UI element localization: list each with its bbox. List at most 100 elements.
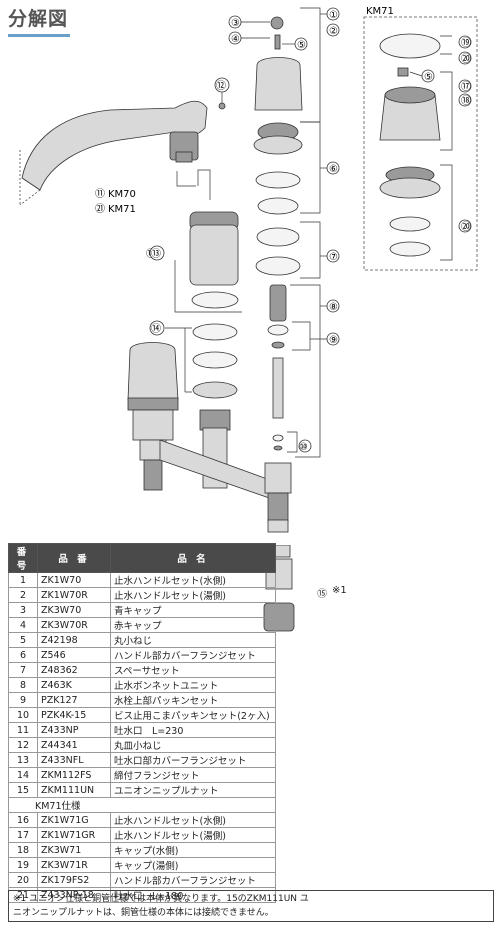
cell-no: 12 [8,737,38,753]
spout-label-21-num: ㉑ [95,203,105,215]
cell-no: 3 [8,602,38,618]
svg-text:⑨: ⑨ [329,335,338,346]
svg-text:⑩: ⑩ [299,442,308,453]
cell-name: 止水ハンドルセット(水側) [110,812,276,828]
cell-name: ハンドル部カバーフランジセット [110,872,276,888]
callout-15-note: ※1 [332,585,347,596]
svg-text:⑦: ⑦ [329,252,338,263]
spout-illustration [19,100,211,206]
screw-12 [218,102,226,110]
cell-name: キャップ(湯側) [110,857,276,873]
cell-name: 止水ボンネットユニット [110,677,276,693]
cell-name: 丸皿小ねじ [110,737,276,753]
cell-code: ZK3W71 [37,842,111,858]
cell-code: Z48362 [37,662,111,678]
left-handle-assembly [127,342,179,491]
exploded-diagram: KM71 ⑫ ⑪ KM70 ㉑ KM71 ⑬ ⑬ ⑭ [19,6,478,533]
svg-text:⑬: ⑬ [151,248,161,260]
cell-no: 11 [8,722,38,738]
table-subheading-row: KM71仕様 [8,797,276,813]
cell-code: Z433NP [37,722,111,738]
cell-code: ZK3W71R [37,857,111,873]
cell-no: 6 [8,647,38,663]
cell-no: 16 [8,812,38,828]
svg-text:⑳: ⑳ [461,221,471,233]
cell-code: ZK3W70R [37,617,111,633]
svg-text:⑱: ⑱ [461,95,471,107]
part-15 [267,519,289,533]
cell-no: 5 [8,632,38,648]
cell-no: 2 [8,587,38,603]
table-subheading: KM71仕様 [8,797,276,813]
cell-name: ビス止用こまパッキンセット(2ヶ入) [110,707,276,723]
cell-name: 水栓上部パッキンセット [110,692,276,708]
page-title: 分解図 [8,8,69,30]
svg-text:③: ③ [231,18,240,29]
svg-text:②: ② [329,26,338,37]
cell-code: ZK1W71GR [37,827,111,843]
cell-name: ハンドル部カバーフランジセット [110,647,276,663]
cell-no: 15 [8,782,38,798]
svg-text:④: ④ [231,34,240,45]
cell-name: 止水ハンドルセット(湯側) [110,587,276,603]
svg-text:⑳: ⑳ [461,53,471,65]
cell-code: Z44341 [37,737,111,753]
svg-text:⑲: ⑲ [461,37,471,49]
cell-code: ZK1W70 [37,572,111,588]
cell-code: PZK4K-15 [37,707,111,723]
cell-code: ZK1W70R [37,587,111,603]
cell-name: 吐水口 L=180 [110,887,276,903]
spout-label-21-text: KM71 [108,204,136,215]
cell-no: 8 [8,677,38,693]
header-name: 品 名 [110,543,276,573]
footnote-line1: ※1 ユニオン仕様と銅管仕様では本体が異なります。15のZKM111UN ユ [13,894,309,904]
cell-no: 9 [8,692,38,708]
cell-no: 19 [8,857,38,873]
cell-no: 21 [8,887,38,903]
cell-name: 青キャップ [110,602,276,618]
svg-text:⑤: ⑤ [297,40,306,51]
svg-text:①: ① [329,10,338,21]
cell-code: Z546 [37,647,111,663]
cell-name: 止水ハンドルセット(水側) [110,572,276,588]
cell-code: PZK127 [37,692,111,708]
cell-name: キャップ(水側) [110,842,276,858]
cell-no: 20 [8,872,38,888]
valve-body [159,409,292,522]
part-13 [174,211,242,313]
cell-code: Z463K [37,677,111,693]
cell-name: スペーサセット [110,662,276,678]
svg-text:⑧: ⑧ [329,302,338,313]
part-14 [165,291,239,399]
km71-label: KM71 [366,6,394,17]
cell-no: 1 [8,572,38,588]
callout-14 [149,320,165,336]
cell-code: ZK1W71G [37,812,111,828]
cell-name: 締付フランジセット [110,767,276,783]
title-underline [8,34,70,37]
cell-name: 赤キャップ [110,617,276,633]
svg-text:⑥: ⑥ [329,164,338,175]
cell-code: ZK179FS2 [37,872,111,888]
cell-name: 吐水口部カバーフランジセット [110,752,276,768]
svg-text:⑭: ⑭ [151,323,161,335]
km71-parts: ⑲ ⑳ ⑤ ⑰ ⑱ ⑳ [379,33,472,261]
cell-no: 4 [8,617,38,633]
footnote-line2: ニオンニップルナットは、銅管仕様の本体には接続できません。 [13,908,274,918]
svg-text:⑤: ⑤ [424,72,433,83]
cell-name: 止水ハンドルセット(湯側) [110,827,276,843]
cell-no: 10 [8,707,38,723]
